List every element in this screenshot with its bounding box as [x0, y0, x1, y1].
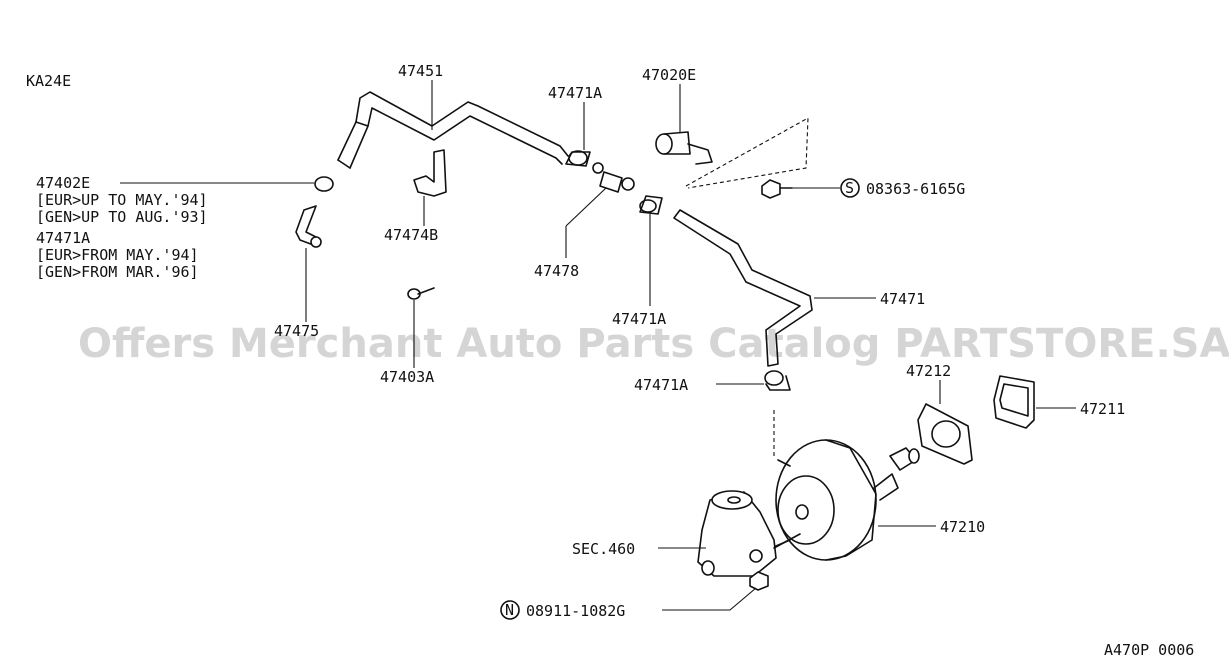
engine-code-label: KA24E [26, 72, 71, 90]
clamp-47471A-mid[interactable] [639, 195, 663, 215]
bolt-08363-6165G[interactable] [761, 179, 793, 199]
label-47471A-low: 47471A [634, 376, 688, 394]
clip-47403A[interactable] [407, 287, 435, 300]
n-symbol: N [505, 601, 514, 619]
clamp-47471A-top[interactable] [565, 150, 591, 167]
gasket-47212[interactable] [917, 403, 973, 465]
n-symbol-circle [500, 600, 520, 620]
master-cylinder-sec460[interactable] [697, 490, 801, 577]
figure-code: A470P 0006 [1104, 641, 1194, 659]
label-47210: 47210 [940, 518, 985, 536]
clamp-47402E[interactable] [314, 176, 334, 192]
clamp-47471A-low[interactable] [764, 370, 791, 391]
s-symbol: S [845, 179, 854, 197]
bracket-47474B[interactable] [413, 149, 447, 197]
label-47471A-left: 47471A [36, 229, 90, 247]
brake-booster-47210[interactable] [775, 439, 920, 561]
nut-08911-1082G[interactable] [749, 571, 769, 591]
note-eur-from: [EUR>FROM MAY.'94] [36, 246, 199, 264]
note-gen-up-to: [GEN>UP TO AUG.'93] [36, 208, 208, 226]
label-47451: 47451 [398, 62, 443, 80]
vacuum-hose-47471[interactable] [673, 209, 813, 367]
watermark-text: Offers Merchant Auto Parts Catalog PARTS… [78, 321, 1229, 367]
label-47471A-mid: 47471A [612, 310, 666, 328]
s-symbol-circle [840, 178, 860, 198]
note-gen-from: [GEN>FROM MAR.'96] [36, 263, 199, 281]
label-47020E: 47020E [642, 66, 696, 84]
label-08911-1082G: 08911-1082G [526, 602, 625, 620]
label-47403A: 47403A [380, 368, 434, 386]
label-08363-6165G: 08363-6165G [866, 180, 965, 198]
label-47478: 47478 [534, 262, 579, 280]
check-valve-47478[interactable] [592, 162, 635, 193]
label-sec460: SEC.460 [572, 540, 635, 558]
label-47471: 47471 [880, 290, 925, 308]
note-eur-up-to: [EUR>UP TO MAY.'94] [36, 191, 208, 209]
gasket-47211[interactable] [993, 375, 1035, 429]
bracket-47020E[interactable] [655, 117, 809, 189]
label-47475: 47475 [274, 322, 319, 340]
vacuum-hose-47451[interactable] [337, 91, 569, 169]
leader-47478-a [565, 187, 607, 227]
leader-08911 [662, 587, 757, 611]
label-47211: 47211 [1080, 400, 1125, 418]
label-47474B: 47474B [384, 226, 438, 244]
elbow-hose-47475[interactable] [295, 205, 322, 248]
label-47402E: 47402E [36, 174, 90, 192]
label-47212: 47212 [906, 362, 951, 380]
label-47471A-top: 47471A [548, 84, 602, 102]
